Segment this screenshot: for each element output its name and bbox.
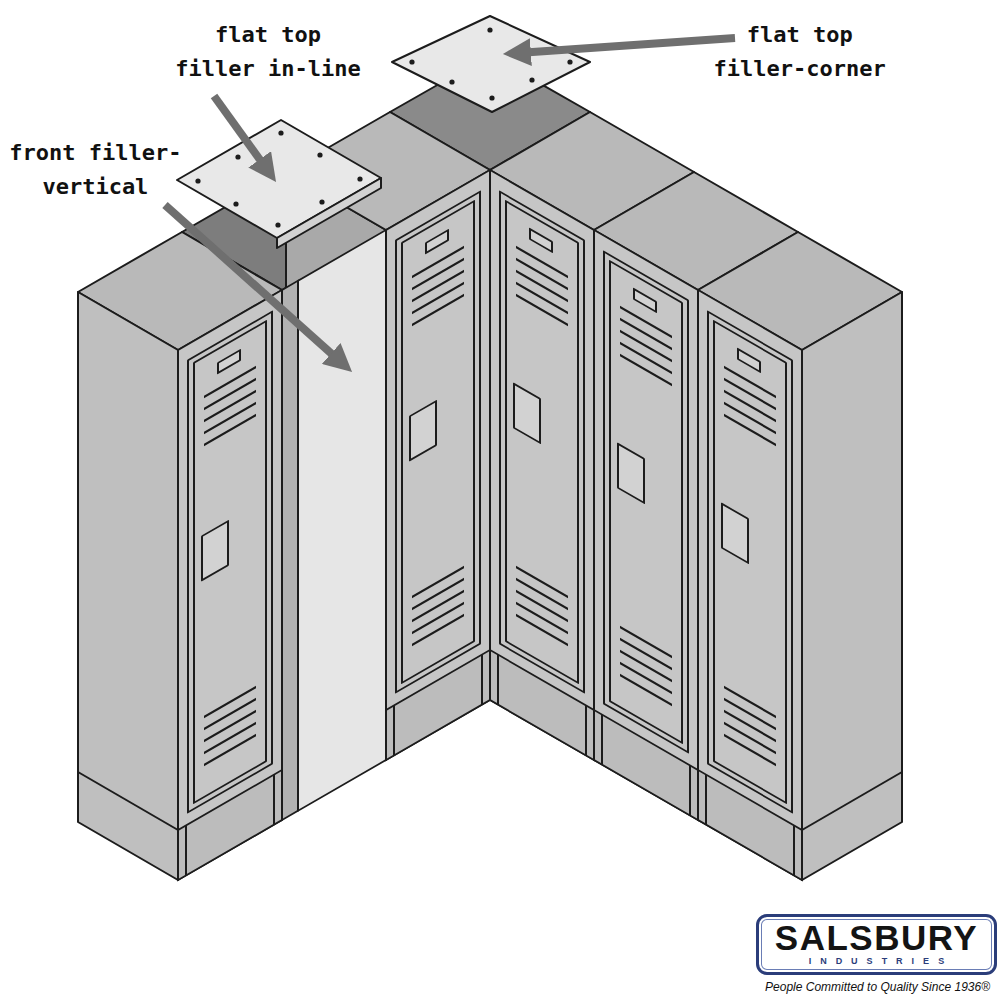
locker-bank bbox=[298, 230, 386, 811]
filler-piece bbox=[233, 201, 238, 206]
leader-arrow bbox=[214, 96, 267, 170]
locker-bank bbox=[594, 230, 698, 820]
filler-piece bbox=[319, 199, 324, 204]
locker-bank bbox=[282, 281, 298, 820]
callout-label: front filler-vertical bbox=[4, 136, 187, 204]
filler-piece bbox=[409, 27, 572, 100]
locker-bank bbox=[78, 55, 902, 880]
locker-bank bbox=[178, 290, 282, 880]
logo-box: SALSBURYINDUSTRIES bbox=[756, 914, 997, 975]
filler-piece bbox=[567, 59, 572, 64]
filler-piece bbox=[275, 222, 280, 227]
callout-label: flat top filler in-line bbox=[172, 18, 364, 86]
locker-bank bbox=[78, 772, 178, 830]
filler-piece bbox=[392, 16, 590, 112]
filler-piece bbox=[489, 95, 494, 100]
filler-piece bbox=[487, 27, 492, 32]
leader-arrow bbox=[165, 38, 735, 362]
callout-label: flat top filler-corner bbox=[707, 18, 892, 86]
filler-piece bbox=[278, 130, 283, 135]
locker-bank bbox=[802, 772, 902, 830]
tagline-text: People Committed to Quality Since 1936® bbox=[765, 980, 990, 995]
filler-piece bbox=[449, 79, 454, 84]
filler-piece bbox=[195, 130, 362, 227]
leader-arrow bbox=[518, 38, 735, 53]
leader-arrow bbox=[165, 205, 341, 362]
locker-bank bbox=[78, 292, 178, 880]
filler-piece bbox=[277, 178, 381, 248]
filler-piece bbox=[195, 178, 200, 183]
filler-piece bbox=[357, 176, 362, 181]
locker-bank bbox=[490, 170, 594, 760]
brand-subtitle: INDUSTRIES bbox=[775, 956, 978, 967]
filler-piece bbox=[235, 154, 240, 159]
filler-piece bbox=[177, 120, 381, 238]
filler-piece bbox=[529, 77, 534, 82]
locker-bank bbox=[386, 170, 490, 760]
filler-piece bbox=[317, 152, 322, 157]
locker-bank bbox=[802, 292, 902, 880]
brand-name: SALSBURY bbox=[775, 920, 978, 956]
filler-piece bbox=[409, 59, 414, 64]
locker-bank bbox=[698, 290, 802, 880]
